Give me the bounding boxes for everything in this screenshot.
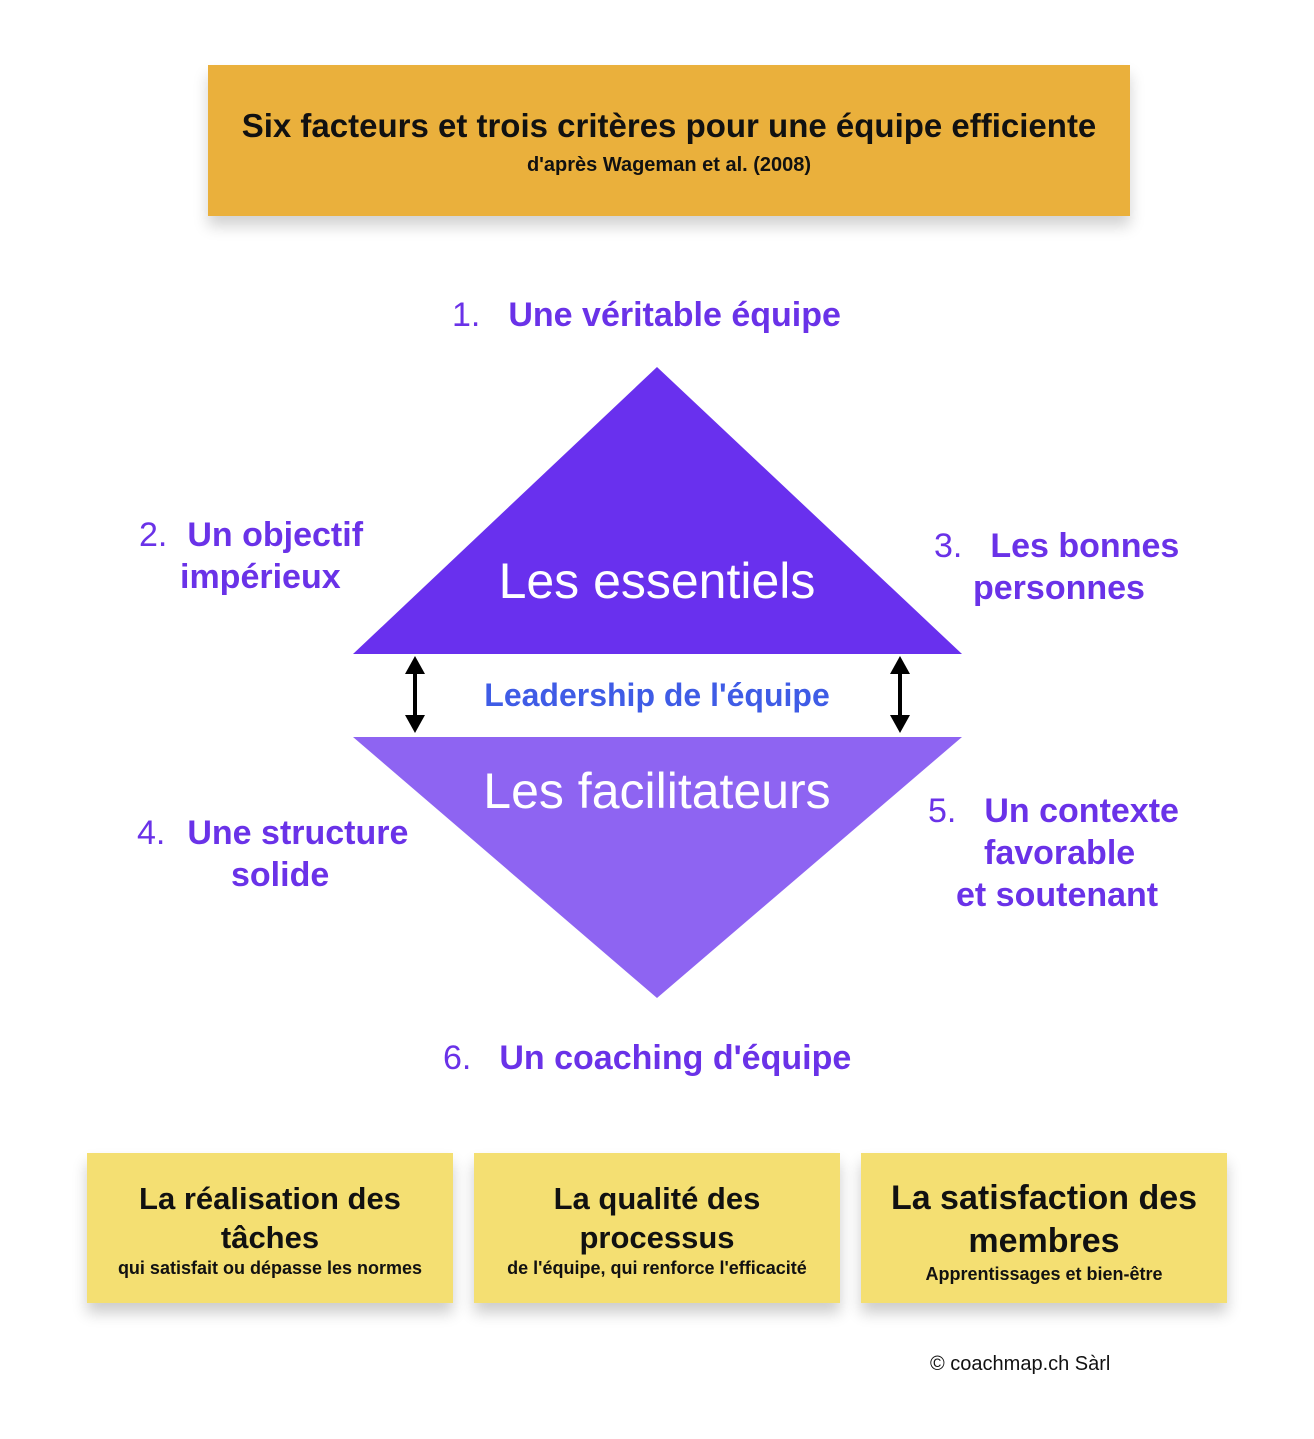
essentials-triangle [353,367,962,654]
criterion-title: La qualité des processus [553,1181,761,1255]
factor-text: Un objectif [187,516,364,554]
factor-2: 2. Un objectif impérieux [139,514,363,598]
criterion-card-process: La qualité des processus de l'équipe, qu… [474,1153,840,1303]
factor-number: 1. [452,296,481,334]
factor-text-line3: et soutenant [956,876,1159,914]
title-box: Six facteurs et trois critères pour une … [208,65,1130,216]
essentials-label: Les essentiels [498,553,816,609]
criterion-title: La satisfaction des membres [890,1179,1198,1260]
facilitators-triangle [353,737,962,998]
factor-4: 4. Une structure solide [137,812,408,896]
right-double-arrow [890,656,910,733]
diagram-subtitle: d'après Wageman et al. (2008) [526,154,812,176]
factor-text: Un contexte [984,792,1179,830]
facilitators-label: Les facilitateurs [483,763,831,819]
left-double-arrow [405,656,425,733]
factor-text: Une véritable équipe [508,296,841,334]
factor-number: 6. [443,1039,472,1077]
factor-3: 3. Les bonnes personnes [934,525,1179,609]
factor-number: 3. [934,527,963,565]
factor-number: 2. [139,516,168,554]
factor-6: 6. Un coaching d'équipe [443,1037,851,1079]
factor-number: 4. [137,814,166,852]
factor-text: Un coaching d'équipe [499,1039,852,1077]
criterion-card-tasks: La réalisation des tâches qui satisfait … [87,1153,453,1303]
factor-text-line2: impérieux [180,558,341,596]
diagram-title: Six facteurs et trois critères pour une … [241,107,1097,144]
leadership-label: Leadership de l'équipe [484,677,830,713]
factor-text: Les bonnes [990,527,1180,565]
factor-text-line2: solide [231,856,330,894]
copyright: © coachmap.ch Sàrl [930,1353,1111,1375]
criterion-title: La réalisation des tâches [139,1181,401,1255]
factor-1: 1. Une véritable équipe [452,294,841,336]
factor-5: 5. Un contexte favorable et soutenant [928,790,1179,916]
factor-text-line2: personnes [973,569,1145,607]
criterion-card-satisfaction: La satisfaction des membres Apprentissag… [861,1153,1227,1303]
factor-text: Une structure [187,814,409,852]
criterion-subtitle: qui satisfait ou dépasse les normes [117,1258,423,1278]
criterion-subtitle: Apprentissages et bien-être [925,1264,1163,1284]
criterion-subtitle: de l'équipe, qui renforce l'efficacité [507,1258,807,1278]
factor-text-line2: favorable [984,834,1136,872]
factor-number: 5. [928,792,957,830]
